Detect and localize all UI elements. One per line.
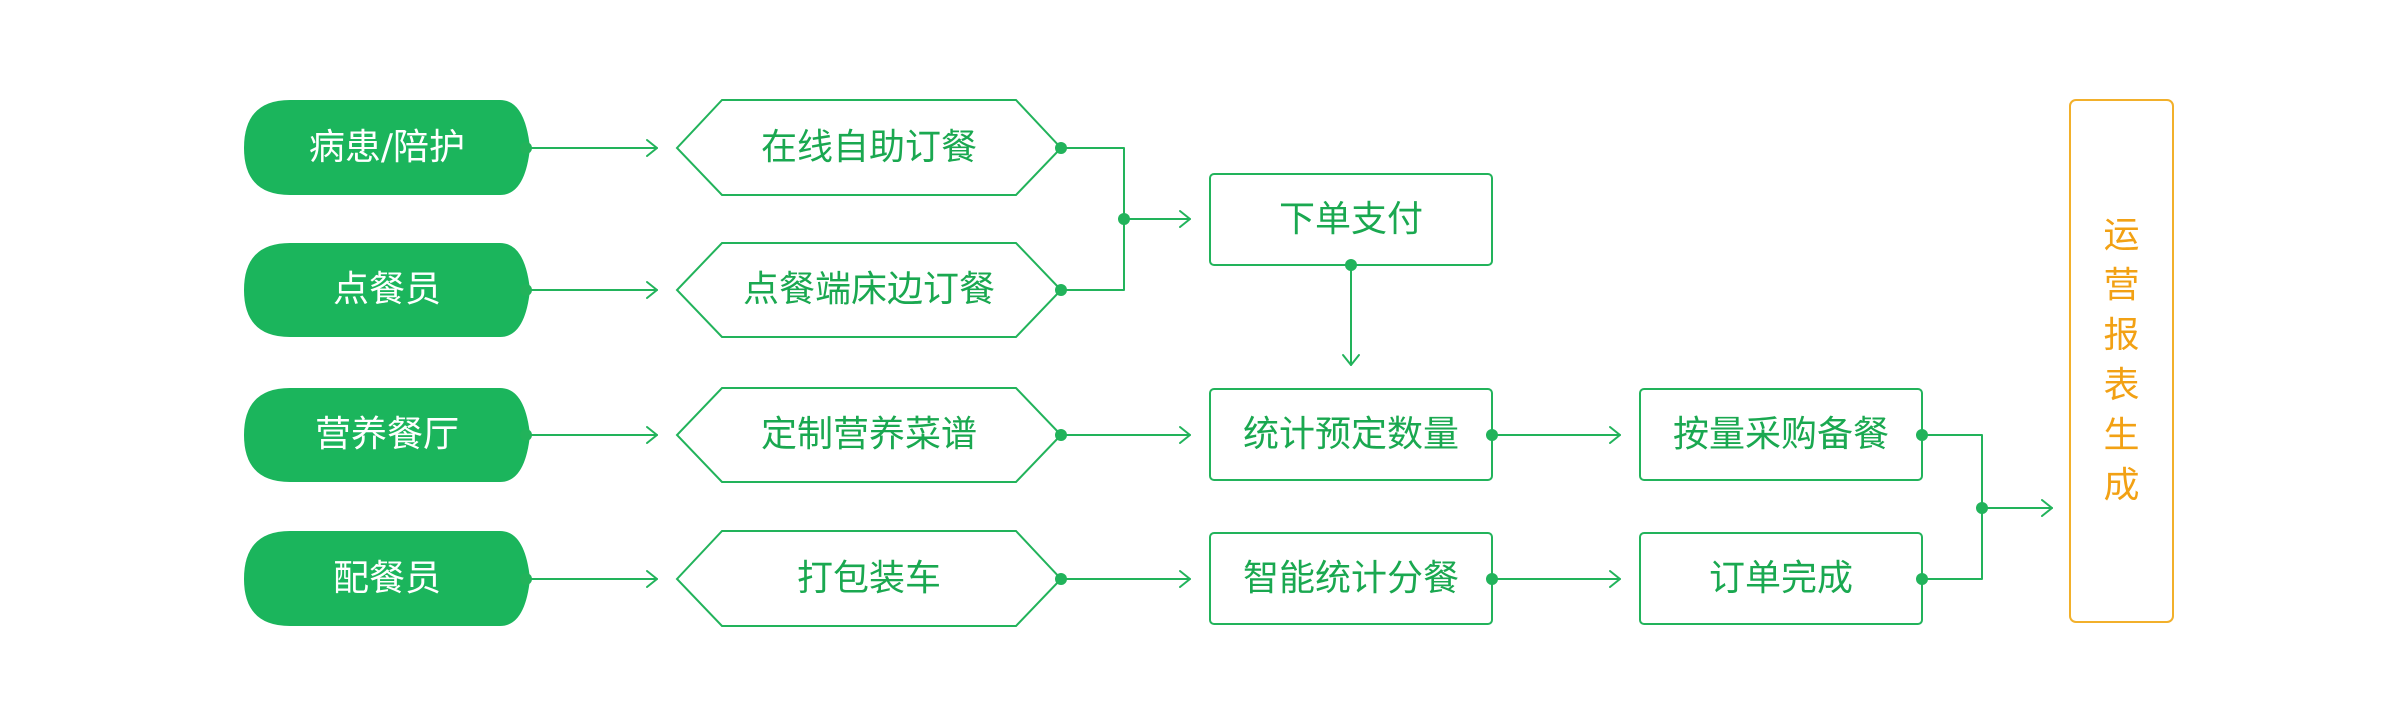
connector-dot: [1055, 142, 1067, 154]
edge-complete-to-merge: [1921, 507, 1983, 580]
channel-node-menu[interactable]: [675, 387, 1063, 483]
connector-dot: [520, 429, 532, 441]
arrowhead: [646, 426, 658, 444]
channel-node-online[interactable]: [675, 99, 1063, 196]
final-label-char: 生: [2103, 415, 2140, 456]
channel-label-menu: 定制营养菜谱: [760, 414, 977, 455]
arrowhead: [1179, 426, 1191, 444]
channel-node-pack[interactable]: [675, 530, 1063, 627]
edge-bedside-to-merge: [1060, 218, 1125, 291]
actor-label-dispatcher: 配餐员: [332, 557, 441, 599]
edge-online-to-merge: [1060, 147, 1125, 220]
arrowhead: [1609, 426, 1621, 444]
final-node-report[interactable]: [2069, 99, 2174, 623]
connector-dot: [1118, 213, 1130, 225]
connector-dot: [1345, 259, 1357, 271]
final-label-char: 表: [2103, 365, 2140, 406]
connector-dot: [1976, 502, 1988, 514]
actor-label-patient: 病患/陪护: [308, 126, 466, 168]
arrowhead: [2041, 499, 2053, 517]
connector-dot: [1486, 573, 1498, 585]
channel-label-online: 在线自助订餐: [760, 126, 977, 168]
step-label-complete: 订单完成: [1708, 557, 1853, 599]
connector-dot: [520, 142, 532, 154]
channel-label-pack: 打包装车: [796, 557, 941, 599]
actor-node-canteen[interactable]: [244, 388, 530, 482]
connector-dot: [1916, 573, 1928, 585]
connector-dot: [1916, 429, 1928, 441]
connector-dot: [520, 284, 532, 296]
step-label-split: 智能统计分餐: [1242, 557, 1459, 599]
actor-label-canteen: 营养餐厅: [314, 414, 459, 455]
arrowhead: [1609, 570, 1621, 588]
final-label-char: 成: [2103, 465, 2140, 506]
channel-label-bedside: 点餐端床边订餐: [742, 269, 995, 310]
actor-label-orderer: 点餐员: [332, 269, 441, 310]
step-label-count: 统计预定数量: [1242, 413, 1459, 455]
connector-dot: [1055, 429, 1067, 441]
final-label-char: 报: [2103, 315, 2140, 356]
edge-purchase-to-merge: [1921, 434, 1983, 509]
actor-node-patient[interactable]: [244, 100, 530, 195]
connector-dot: [1055, 284, 1067, 296]
connector-dot: [1486, 429, 1498, 441]
channel-node-bedside[interactable]: [675, 242, 1063, 338]
step-label-purchase: 按量采购备餐: [1672, 413, 1889, 455]
final-label-report: 运 营 报 表 生 成: [2070, 100, 2173, 622]
actor-node-dispatcher[interactable]: [244, 531, 530, 626]
connector-dot: [520, 573, 532, 585]
step-label-pay: 下单支付: [1278, 198, 1423, 240]
arrowhead: [1342, 354, 1360, 366]
actor-node-orderer[interactable]: [244, 243, 530, 337]
final-label-char: 营: [2103, 265, 2140, 306]
arrowhead: [646, 570, 658, 588]
arrowhead: [646, 139, 658, 157]
final-label-char: 运: [2103, 215, 2140, 256]
arrowhead: [646, 281, 658, 299]
arrowhead: [1179, 570, 1191, 588]
arrowhead: [1179, 210, 1191, 228]
connector-dot: [1055, 573, 1067, 585]
